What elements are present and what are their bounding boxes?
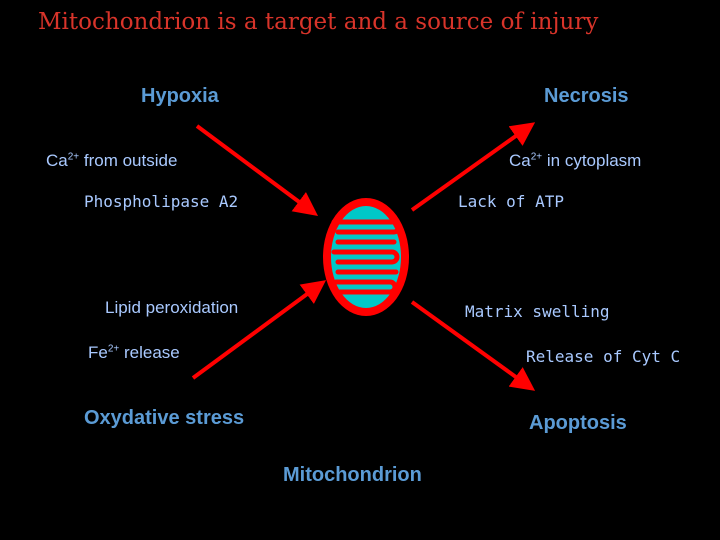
mitochondrion-icon (323, 198, 409, 316)
arrow-mitochondrion-to-apoptosis (412, 302, 527, 385)
arrow-hypoxia-to-mitochondrion (197, 126, 310, 210)
arrow-oxidative-to-mitochondrion (193, 286, 318, 378)
arrow-mitochondrion-to-necrosis (412, 128, 527, 210)
